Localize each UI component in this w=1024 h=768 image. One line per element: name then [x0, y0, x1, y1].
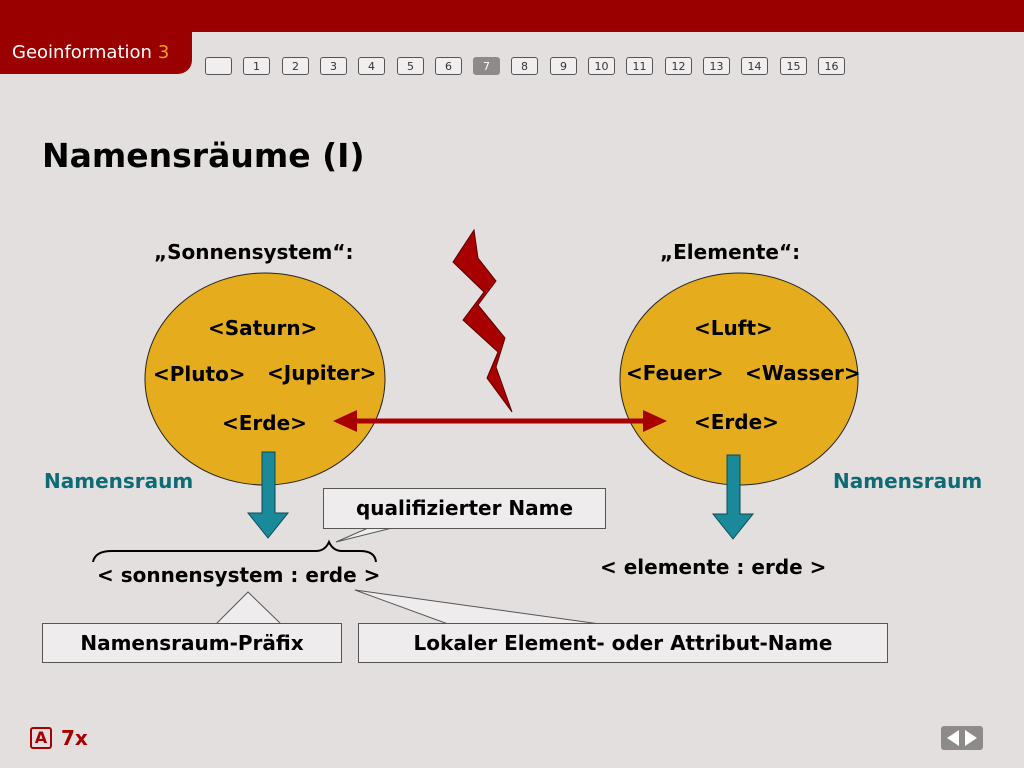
nav-page-1[interactable]: 1 — [243, 57, 270, 75]
nav-page-home[interactable] — [205, 57, 232, 75]
qualified-name-brace — [92, 539, 377, 563]
slide-title: Namensräume (I) — [42, 136, 365, 175]
element-erde-right: <Erde> — [694, 410, 779, 434]
element-erde-left: <Erde> — [222, 411, 307, 435]
brand-tab — [0, 32, 192, 74]
element-saturn: <Saturn> — [208, 316, 318, 340]
callout-pointer-qualified — [335, 527, 393, 543]
conflict-arrow-right-head — [643, 410, 667, 432]
callout-local-name: Lokaler Element- oder Attribut-Name — [358, 623, 888, 663]
down-arrow-left-icon — [246, 451, 290, 539]
namespace-heading-left: „Sonnensystem“: — [154, 240, 354, 264]
nav-page-9[interactable]: 9 — [550, 57, 577, 75]
element-pluto: <Pluto> — [153, 362, 246, 386]
qualified-name-right: < elemente : erde > — [600, 555, 827, 579]
element-jupiter: <Jupiter> — [267, 361, 377, 385]
callout-pointer-prefix — [214, 591, 283, 625]
nav-page-2[interactable]: 2 — [282, 57, 309, 75]
nav-page-3[interactable]: 3 — [320, 57, 347, 75]
next-slide-icon[interactable] — [965, 730, 977, 746]
lightning-bolt-icon — [452, 228, 513, 413]
brand-number: 3 — [157, 42, 170, 63]
nav-page-12[interactable]: 12 — [665, 57, 692, 75]
nav-page-5[interactable]: 5 — [397, 57, 424, 75]
nav-page-6[interactable]: 6 — [435, 57, 462, 75]
element-luft: <Luft> — [694, 316, 773, 340]
callout-namespace-prefix: Namensraum-Präfix — [42, 623, 342, 663]
conflict-arrow-left-head — [333, 410, 357, 432]
nav-page-8[interactable]: 8 — [511, 57, 538, 75]
nav-page-15[interactable]: 15 — [780, 57, 807, 75]
down-arrow-right-icon — [711, 454, 755, 540]
nav-page-14[interactable]: 14 — [741, 57, 768, 75]
callout-pointer-local — [354, 589, 601, 625]
callout-qualified-name: qualifizierter Name — [323, 488, 606, 529]
slide-pager — [941, 726, 983, 750]
nav-page-13[interactable]: 13 — [703, 57, 730, 75]
footer-count: 7x — [61, 726, 88, 750]
previous-slide-icon[interactable] — [947, 730, 959, 746]
nav-page-11[interactable]: 11 — [626, 57, 653, 75]
nav-page-10[interactable]: 10 — [588, 57, 615, 75]
namespace-caption-left: Namensraum — [44, 469, 194, 493]
element-feuer: <Feuer> — [626, 361, 724, 385]
accessibility-a-icon[interactable]: A — [30, 727, 52, 749]
nav-page-7[interactable]: 7 — [473, 57, 500, 75]
top-bar — [0, 0, 1024, 32]
nav-page-16[interactable]: 16 — [818, 57, 845, 75]
qualified-name-left: < sonnensystem : erde > — [97, 563, 381, 587]
namespace-heading-right: „Elemente“: — [660, 240, 801, 264]
nav-page-4[interactable]: 4 — [358, 57, 385, 75]
brand-name: Geoinformation — [12, 42, 152, 63]
element-wasser: <Wasser> — [745, 361, 861, 385]
namespace-caption-right: Namensraum — [833, 469, 983, 493]
